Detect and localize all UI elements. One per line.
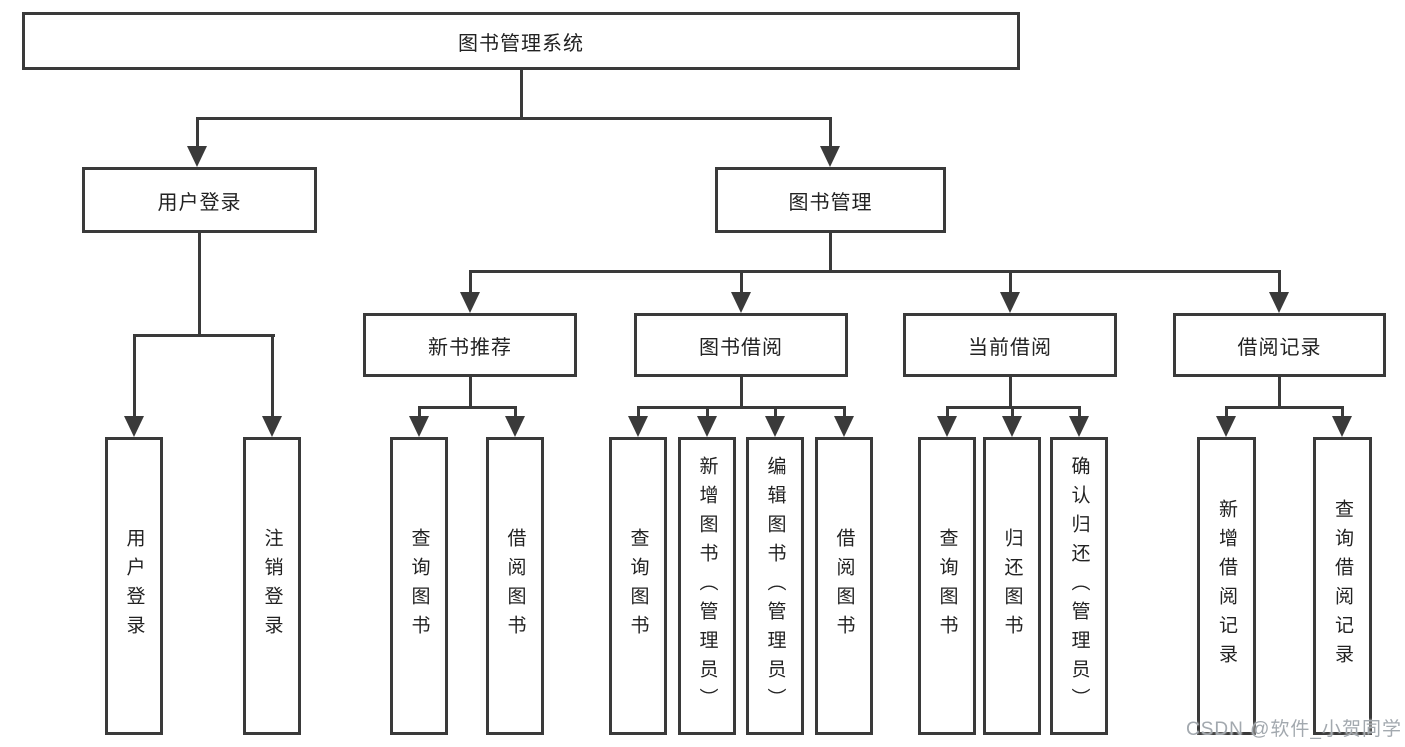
connector-drop-leaf-logout: [271, 334, 274, 418]
connector-drop-cb-confirm: [1078, 406, 1081, 420]
leaf-br-add-record-label: 新增借阅记录: [1216, 499, 1237, 673]
arrowhead-br-add: [1216, 416, 1236, 437]
leaf-logout: 注销登录: [243, 437, 301, 735]
connector-user-login-stem: [198, 233, 201, 337]
node-new-books: 新书推荐: [363, 313, 577, 377]
connector-root-stem: [520, 70, 523, 120]
connector-drop-bb-borrow: [843, 406, 846, 420]
arrowhead-current-borrowing: [1000, 292, 1020, 313]
connector-drop-current-borrowing: [1009, 270, 1012, 296]
arrowhead-bb-add: [697, 416, 717, 437]
arrowhead-bb-borrow: [834, 416, 854, 437]
leaf-bb-search-book-label: 查询图书: [627, 528, 649, 644]
node-borrowing-records: 借阅记录: [1173, 313, 1386, 377]
leaf-cb-search-book-label: 查询图书: [936, 528, 958, 644]
connector-drop-nb-borrow: [514, 406, 517, 420]
connector-drop-cb-return: [1011, 406, 1014, 420]
node-new-books-label: 新书推荐: [428, 336, 512, 359]
connector-drop-new-books: [469, 270, 472, 296]
node-book-borrowing: 图书借阅: [634, 313, 848, 377]
node-user-login-label: 用户登录: [157, 191, 242, 214]
connector-current-borrowing-stem: [1009, 377, 1012, 409]
arrowhead-cb-search: [937, 416, 957, 437]
connector-drop-br-search: [1341, 406, 1344, 420]
connector-book-management-split: [469, 270, 1281, 273]
arrowhead-bb-edit: [765, 416, 785, 437]
node-root: 图书管理系统: [22, 12, 1020, 70]
arrowhead-new-books: [460, 292, 480, 313]
leaf-logout-label: 注销登录: [261, 528, 283, 644]
arrowhead-leaf-logout: [262, 416, 282, 437]
leaf-cb-return-book-label: 归还图书: [1001, 528, 1023, 644]
node-current-borrowing: 当前借阅: [903, 313, 1117, 377]
leaf-bb-edit-book-label: 编辑图书（管理员）: [764, 455, 786, 717]
arrowhead-nb-search: [409, 416, 429, 437]
node-book-management: 图书管理: [715, 167, 946, 233]
connector-new-books-split: [418, 406, 517, 409]
leaf-cb-confirm-return: 确认归还（管理员）: [1050, 437, 1108, 735]
connector-drop-leaf-user-login: [133, 334, 136, 418]
connector-drop-br-add: [1225, 406, 1228, 420]
node-borrowing-records-label: 借阅记录: [1237, 336, 1322, 359]
arrowhead-user-login: [187, 146, 207, 167]
connector-drop-bb-search: [637, 406, 640, 420]
arrowhead-br-search: [1332, 416, 1352, 437]
arrowhead-leaf-user-login: [124, 416, 144, 437]
node-book-management-label: 图书管理: [788, 191, 873, 214]
leaf-cb-search-book: 查询图书: [918, 437, 976, 735]
arrowhead-book-borrowing: [731, 292, 751, 313]
leaf-user-login: 用户登录: [105, 437, 163, 735]
leaf-user-login-label: 用户登录: [123, 528, 145, 644]
leaf-bb-borrow-book-label: 借阅图书: [833, 528, 855, 644]
arrowhead-cb-return: [1002, 416, 1022, 437]
node-root-label: 图书管理系统: [458, 32, 584, 55]
arrowhead-nb-borrow: [505, 416, 525, 437]
leaf-bb-borrow-book: 借阅图书: [815, 437, 873, 735]
leaf-nb-borrow-book: 借阅图书: [486, 437, 544, 735]
leaf-nb-search-book: 查询图书: [390, 437, 448, 735]
connector-root-split: [196, 117, 832, 120]
leaf-bb-edit-book: 编辑图书（管理员）: [746, 437, 804, 735]
leaf-cb-return-book: 归还图书: [983, 437, 1041, 735]
connector-drop-nb-search: [418, 406, 421, 420]
arrowhead-book-management: [820, 146, 840, 167]
connector-drop-cb-search: [946, 406, 949, 420]
leaf-nb-borrow-book-label: 借阅图书: [504, 528, 526, 644]
node-user-login: 用户登录: [82, 167, 317, 233]
leaf-bb-add-book-label: 新增图书（管理员）: [696, 455, 718, 717]
leaf-cb-confirm-return-label: 确认归还（管理员）: [1068, 455, 1090, 717]
connector-book-borrowing-split: [637, 406, 846, 409]
connector-book-management-stem: [829, 233, 832, 273]
connector-drop-book-management: [829, 117, 832, 149]
connector-book-borrowing-stem: [740, 377, 743, 409]
connector-drop-bb-edit: [774, 406, 777, 420]
connector-drop-borrowing-records: [1278, 270, 1281, 296]
node-book-borrowing-label: 图书借阅: [699, 336, 783, 359]
leaf-br-add-record: 新增借阅记录: [1197, 437, 1256, 735]
leaf-br-search-record: 查询借阅记录: [1313, 437, 1372, 735]
arrowhead-cb-confirm: [1069, 416, 1089, 437]
watermark: CSDN @软件_小贺同学: [1186, 719, 1402, 740]
connector-drop-bb-add: [706, 406, 709, 420]
leaf-bb-search-book: 查询图书: [609, 437, 667, 735]
leaf-nb-search-book-label: 查询图书: [408, 528, 430, 644]
connector-borrowing-records-stem: [1278, 377, 1281, 409]
connector-new-books-stem: [469, 377, 472, 409]
arrowhead-borrowing-records: [1269, 292, 1289, 313]
arrowhead-bb-search: [628, 416, 648, 437]
connector-drop-book-borrowing: [740, 270, 743, 296]
node-current-borrowing-label: 当前借阅: [968, 336, 1052, 359]
connector-user-login-split: [133, 334, 275, 337]
connector-borrowing-records-split: [1225, 406, 1344, 409]
connector-drop-user-login: [196, 117, 199, 149]
leaf-bb-add-book: 新增图书（管理员）: [678, 437, 736, 735]
leaf-br-search-record-label: 查询借阅记录: [1332, 499, 1353, 673]
